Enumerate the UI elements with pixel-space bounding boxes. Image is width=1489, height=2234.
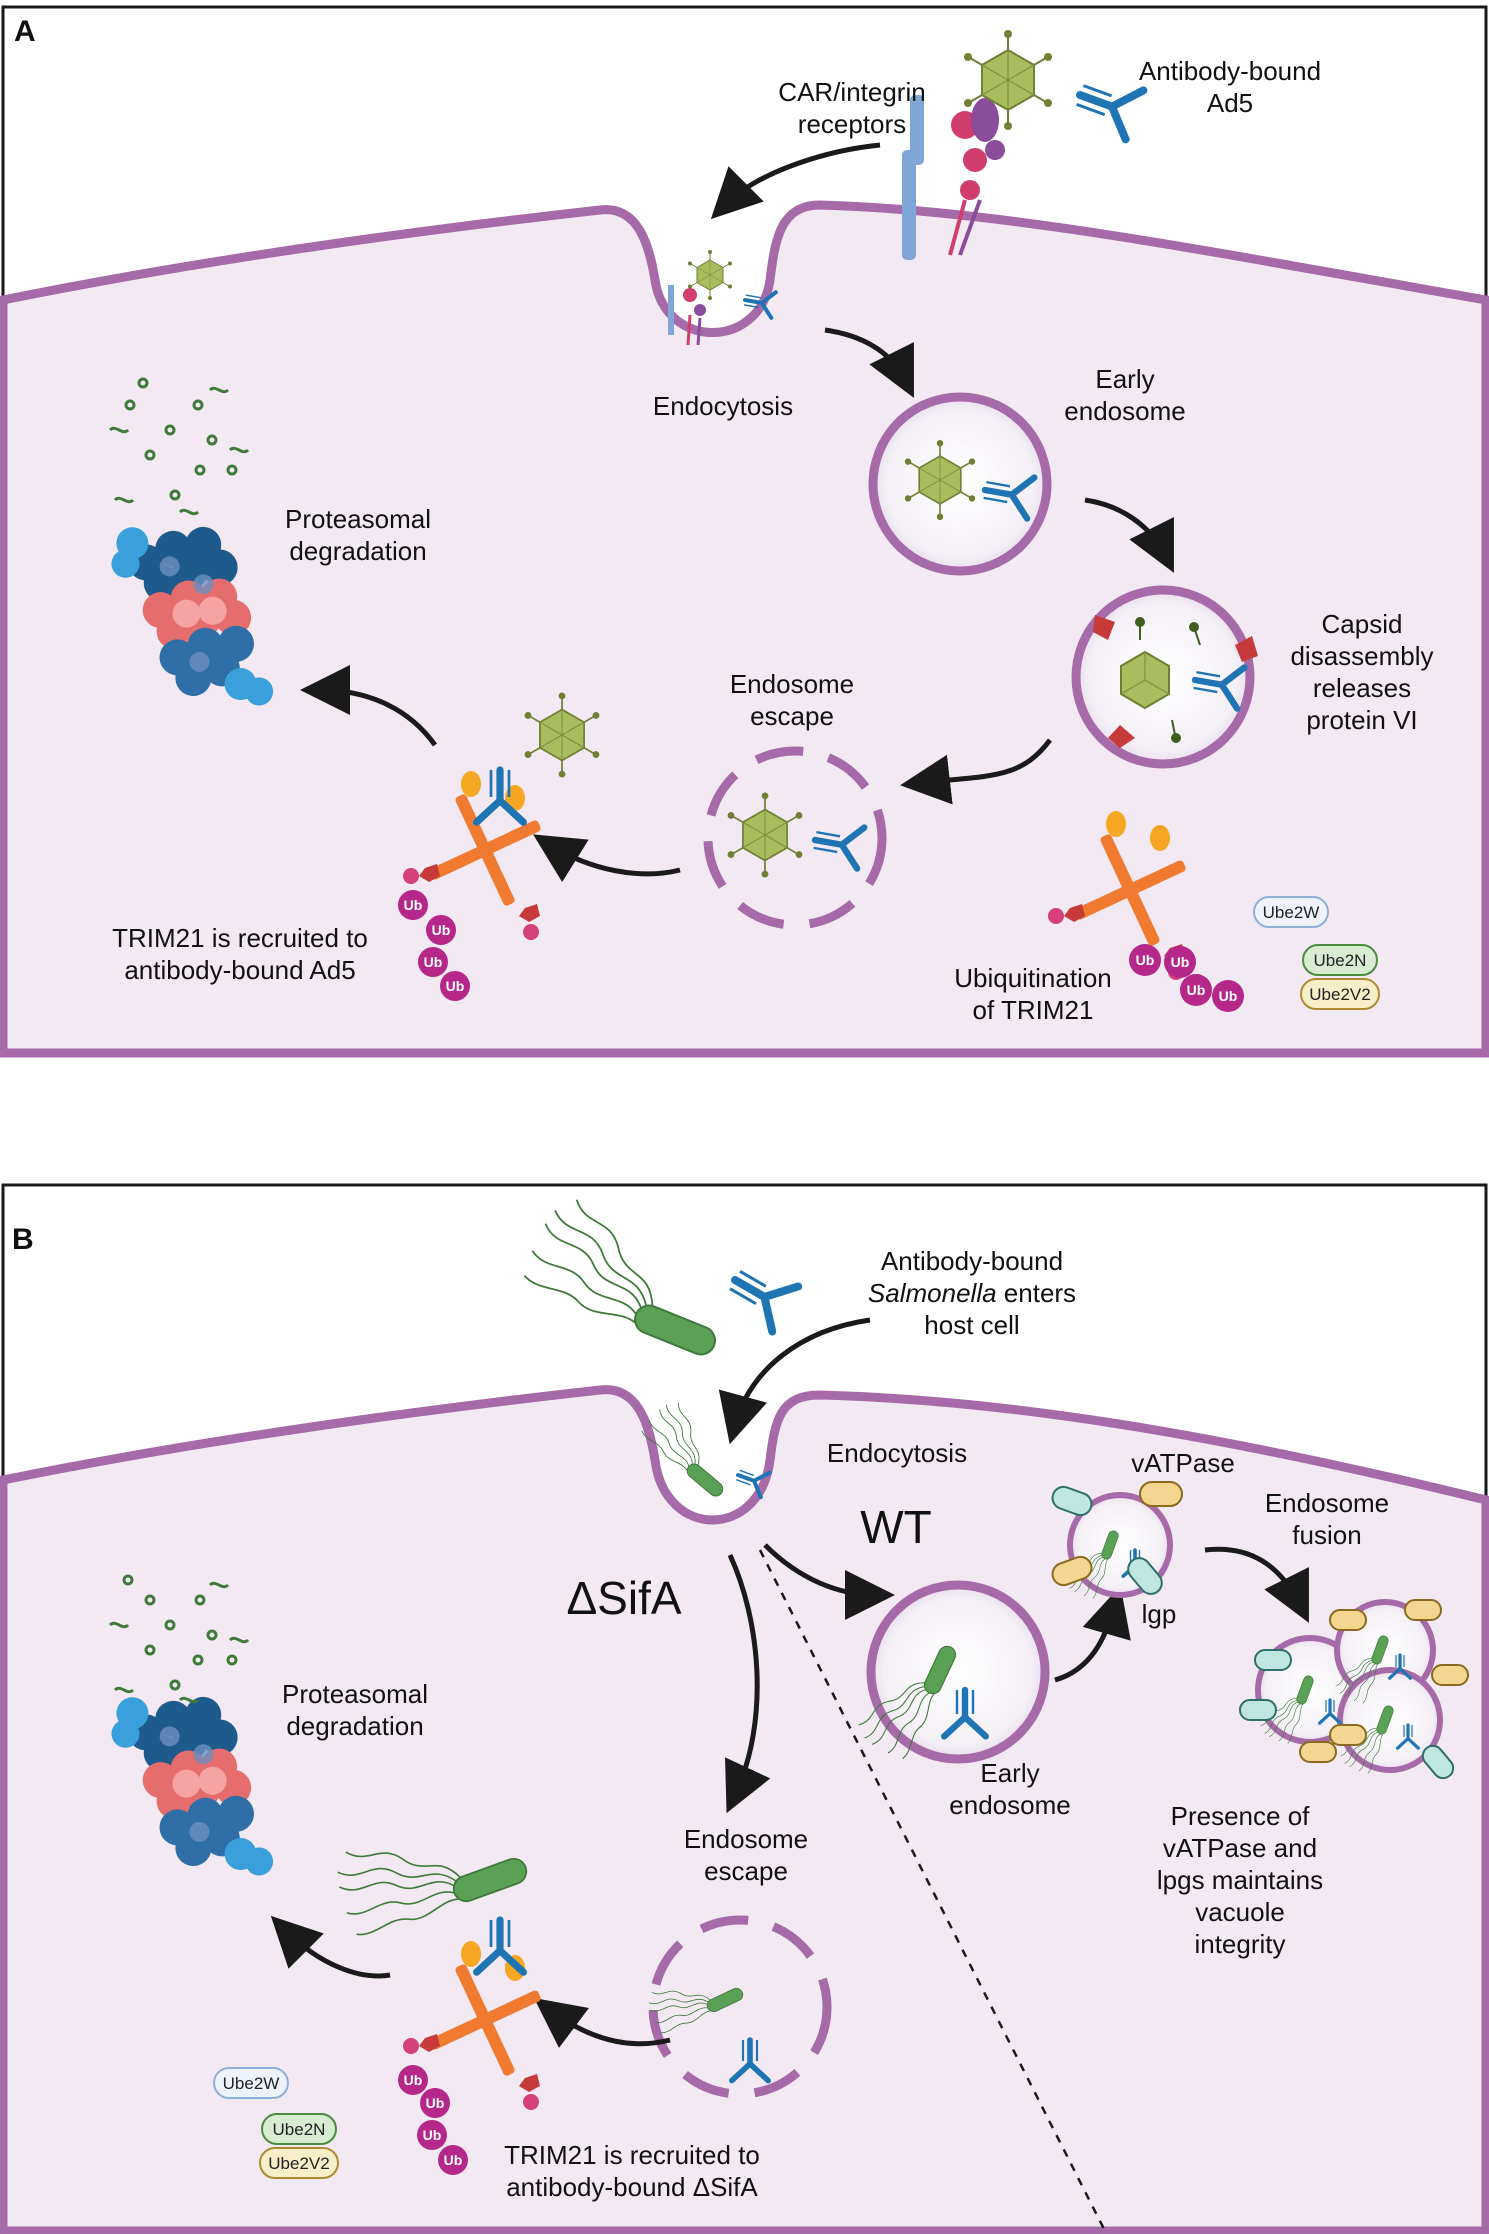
receptors-label-1: CAR/integrin [778, 77, 925, 107]
ube2n-label: Ube2N [1314, 951, 1367, 970]
ube2w-label: Ube2W [223, 2074, 280, 2093]
ub-label: Ub [1219, 988, 1238, 1004]
trim21-recruited-label-b-2: antibody-bound ΔSifA [506, 2172, 758, 2202]
endosome-escape-label-a-1: Endosome [730, 669, 854, 699]
ub-chain-a-left: Ub Ub Ub Ub [398, 890, 470, 1001]
presence-label-2: vATPase and [1163, 1833, 1317, 1863]
salmonella-label-1: Antibody-bound [881, 1246, 1063, 1276]
broken-capsid-icon [1120, 650, 1170, 710]
early-endosome-label-a-2: endosome [1064, 396, 1185, 426]
capsid-label-2: disassembly [1290, 641, 1433, 671]
capsid-label-4: protein VI [1306, 705, 1417, 735]
panel-a: A CAR/integrin receptors Antibody-bound … [0, 5, 1489, 1058]
early-endosome-label-b-2: endosome [949, 1790, 1070, 1820]
wt-label: WT [860, 1501, 932, 1553]
salmonella-label-3: host cell [924, 1310, 1019, 1340]
trim21-recruited-label-a-1: TRIM21 is recruited to [112, 923, 368, 953]
pit-receptors-icon [668, 285, 706, 346]
ube2v2-label: Ube2V2 [1309, 985, 1370, 1004]
early-endosome-b [866, 1580, 1050, 1764]
endosome-escape-label-b-1: Endosome [684, 1824, 808, 1854]
ube2w-label: Ube2W [1263, 903, 1320, 922]
trim21-recruited-label-a-2: antibody-bound Ad5 [124, 955, 355, 985]
lgp-label: lgp [1142, 1599, 1177, 1629]
proteasomal-label-b-1: Proteasomal [282, 1679, 428, 1709]
endosome-escape-label-a-2: escape [750, 701, 834, 731]
endosome-fusion-label-2: fusion [1292, 1520, 1361, 1550]
endosome-fusion-label-1: Endosome [1265, 1488, 1389, 1518]
degraded-peptides-icon-a [108, 377, 250, 516]
ub-chain-b: Ub Ub Ub Ub [398, 2065, 468, 2175]
vatpase-icon [1051, 1481, 1183, 1595]
ube2v2-badge-b: Ube2V2 [259, 2147, 339, 2179]
ube2v2-badge-a: Ube2V2 [1300, 978, 1380, 1010]
ub-label: Ub [1171, 954, 1190, 970]
ubiquitination-label-2: of TRIM21 [973, 995, 1094, 1025]
presence-label-5: integrity [1194, 1929, 1285, 1959]
ub-label: Ub [1187, 982, 1206, 998]
early-endosome-label-b-1: Early [980, 1758, 1039, 1788]
ub-label: Ub [423, 2127, 442, 2143]
ub-label: Ub [404, 897, 423, 913]
ub-label: Ub [444, 2152, 463, 2168]
antibody-ad5-label-2: Ad5 [1207, 88, 1253, 118]
antibody-ad5-label-1: Antibody-bound [1139, 56, 1321, 86]
ube2n-badge-b: Ube2N [261, 2113, 337, 2145]
vatpase-label: vATPase [1131, 1448, 1235, 1478]
panel-b: B Antibody-bound Salmonella enters host … [0, 1183, 1489, 2234]
endosome-escape-label-b-2: escape [704, 1856, 788, 1886]
early-endosome-label-a-1: Early [1095, 364, 1154, 394]
hexon-fragments-icon [1135, 617, 1201, 743]
escape-endosome-b [648, 1915, 832, 2099]
ube2w-badge-a: Ube2W [1253, 896, 1329, 928]
proteasomal-label-a-2: degradation [289, 536, 426, 566]
proteasomal-label-b-2: degradation [286, 1711, 423, 1741]
ub-label: Ub [424, 954, 443, 970]
salmonella-label-2: Salmonella enters [868, 1278, 1076, 1308]
endocytosis-label-b: Endocytosis [827, 1438, 967, 1468]
cell-membrane-a [0, 200, 1489, 1058]
presence-label-4: vacuole [1195, 1897, 1285, 1927]
ub-label: Ub [404, 2072, 423, 2088]
salmonella-enters: enters [1004, 1278, 1076, 1308]
ub-label: Ub [426, 2095, 445, 2111]
ube2n-label: Ube2N [273, 2120, 326, 2139]
degraded-peptides-icon-b [108, 1574, 250, 1704]
ubiquitination-label-1: Ubiquitination [954, 963, 1112, 993]
protein-vi-icon [1093, 615, 1258, 748]
receptors-label-2: receptors [798, 109, 906, 139]
ube2w-badge-b: Ube2W [213, 2067, 289, 2099]
panel-b-letter: B [12, 1223, 34, 1256]
ub-chain-a-right: Ub Ub Ub Ub [1129, 944, 1244, 1012]
ube2n-badge-a: Ube2N [1302, 944, 1378, 976]
fused-vacuoles [1239, 1599, 1469, 1780]
trim21-recruited-label-b-1: TRIM21 is recruited to [504, 2140, 760, 2170]
sifa-label: ΔSifA [566, 1572, 681, 1624]
proteasomal-label-a-1: Proteasomal [285, 504, 431, 534]
endocytosis-label-a: Endocytosis [653, 391, 793, 421]
presence-label-3: lpgs maintains [1157, 1865, 1323, 1895]
receptors-icon [902, 95, 1005, 260]
presence-label-1: Presence of [1171, 1801, 1311, 1831]
escape-endosome-a [703, 746, 887, 930]
capsid-label-1: Capsid [1322, 609, 1403, 639]
ub-label: Ub [446, 978, 465, 994]
salmonella-italic: Salmonella [868, 1278, 997, 1308]
ube2v2-label: Ube2V2 [268, 2154, 329, 2173]
ub-label: Ub [1136, 952, 1155, 968]
capsid-label-3: releases [1313, 673, 1411, 703]
panel-a-letter: A [14, 15, 36, 48]
ub-label: Ub [432, 922, 451, 938]
